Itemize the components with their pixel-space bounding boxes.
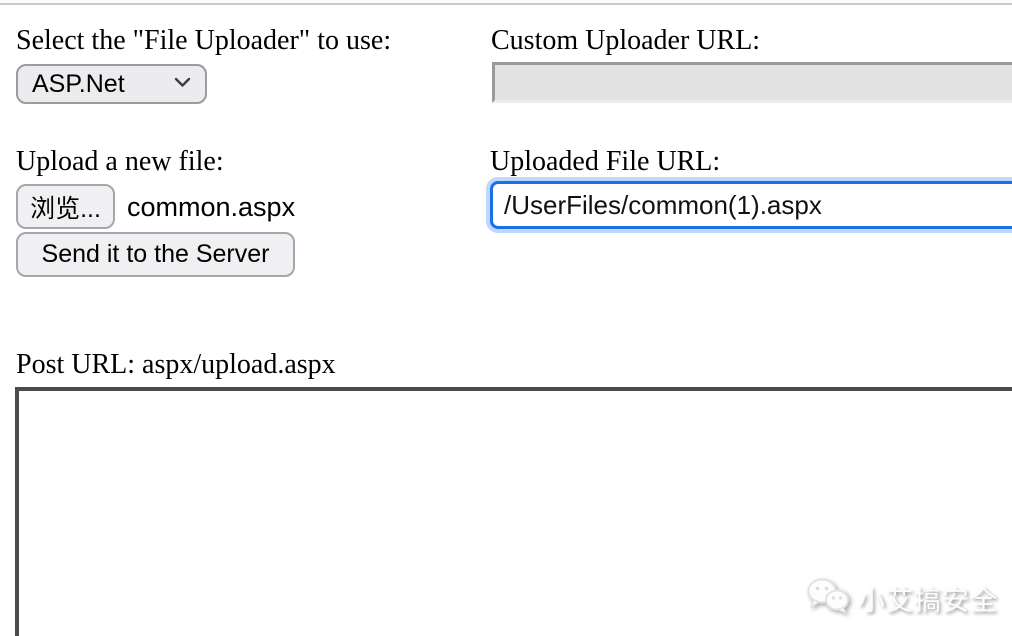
selected-file-name: common.aspx bbox=[127, 192, 296, 222]
uploader-select[interactable]: ASP.Net bbox=[16, 64, 207, 104]
post-url-value: aspx/upload.aspx bbox=[142, 349, 336, 380]
upload-response-frame bbox=[15, 387, 1012, 636]
custom-uploader-url-label: Custom Uploader URL: bbox=[491, 25, 761, 56]
upload-file-label: Upload a new file: bbox=[16, 146, 224, 177]
custom-uploader-url-input[interactable] bbox=[492, 62, 1012, 103]
browse-button[interactable]: 浏览... bbox=[16, 184, 115, 229]
post-url-label: Post URL: bbox=[16, 349, 143, 380]
browser-chrome-edge bbox=[0, 0, 1012, 5]
uploaded-file-url-input[interactable] bbox=[490, 181, 1012, 229]
uploader-select-label: Select the "File Uploader" to use: bbox=[16, 25, 392, 56]
uploaded-file-url-label: Uploaded File URL: bbox=[490, 146, 721, 177]
post-url-line: Post URL: aspx/upload.aspx bbox=[16, 349, 336, 381]
send-to-server-button[interactable]: Send it to the Server bbox=[16, 232, 295, 277]
chevron-down-icon bbox=[174, 75, 191, 93]
uploader-select-value: ASP.Net bbox=[32, 69, 125, 98]
